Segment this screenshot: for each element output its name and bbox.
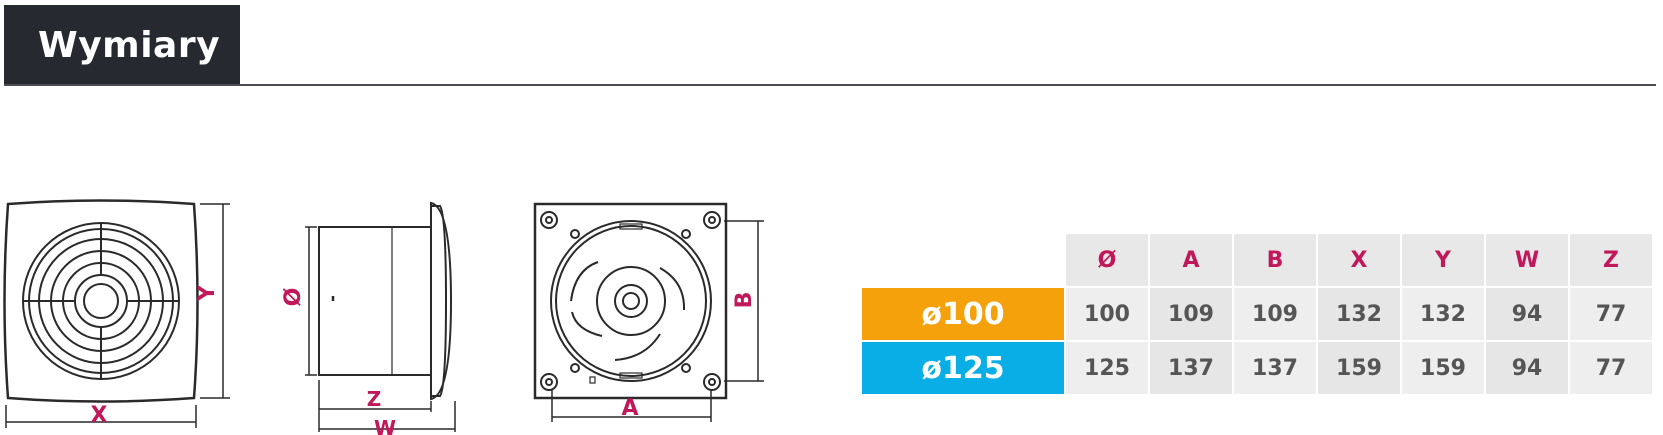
- table-cell: 100: [1066, 288, 1148, 340]
- dim-label-diameter: Ø: [281, 287, 306, 306]
- table-cell: 125: [1066, 342, 1148, 394]
- table-cell: 109: [1234, 288, 1316, 340]
- front-view-drawing: [3, 199, 199, 403]
- table-cell: 159: [1318, 342, 1400, 394]
- table-header-row: Ø A B X Y W Z: [862, 234, 1652, 286]
- dim-label-z: Z: [367, 387, 382, 411]
- table-cell: 94: [1486, 288, 1568, 340]
- table-cell: 77: [1570, 288, 1652, 340]
- side-view-drawing: [318, 201, 453, 401]
- section-title-text: Wymiary: [38, 24, 221, 66]
- dim-label-y: Y: [195, 284, 220, 302]
- table-cell: 132: [1402, 288, 1484, 340]
- table-cell: 159: [1402, 342, 1484, 394]
- side-dimension-lines: [305, 226, 456, 432]
- dimensions-table: Ø A B X Y W Z ø100 100 109 109 132 132 9…: [860, 232, 1654, 396]
- column-header: X: [1318, 234, 1400, 286]
- title-underline: [4, 84, 1656, 86]
- column-header: Z: [1570, 234, 1652, 286]
- model-label-100: ø100: [862, 288, 1064, 340]
- section-title: Wymiary: [4, 5, 240, 85]
- column-header: A: [1150, 234, 1232, 286]
- table-row: ø100 100 109 109 132 132 94 77: [862, 288, 1652, 340]
- dim-label-b: B: [732, 292, 757, 309]
- table-cell: 77: [1570, 342, 1652, 394]
- column-header: B: [1234, 234, 1316, 286]
- table-cell: 109: [1150, 288, 1232, 340]
- table-cell: 137: [1234, 342, 1316, 394]
- model-label-125: ø125: [862, 342, 1064, 394]
- table-row: ø125 125 137 137 159 159 94 77: [862, 342, 1652, 394]
- table-cell: 132: [1318, 288, 1400, 340]
- dim-label-a: A: [621, 396, 638, 421]
- back-view-drawing: [533, 202, 728, 400]
- column-header: Ø: [1066, 234, 1148, 286]
- front-dimension-lines: [5, 203, 230, 428]
- table-corner: [862, 234, 1064, 286]
- dim-label-w: W: [374, 416, 396, 435]
- column-header: Y: [1402, 234, 1484, 286]
- dim-label-x: X: [91, 403, 108, 428]
- table-cell: 137: [1150, 342, 1232, 394]
- table-cell: 94: [1486, 342, 1568, 394]
- back-dimension-lines: [551, 220, 764, 422]
- column-header: W: [1486, 234, 1568, 286]
